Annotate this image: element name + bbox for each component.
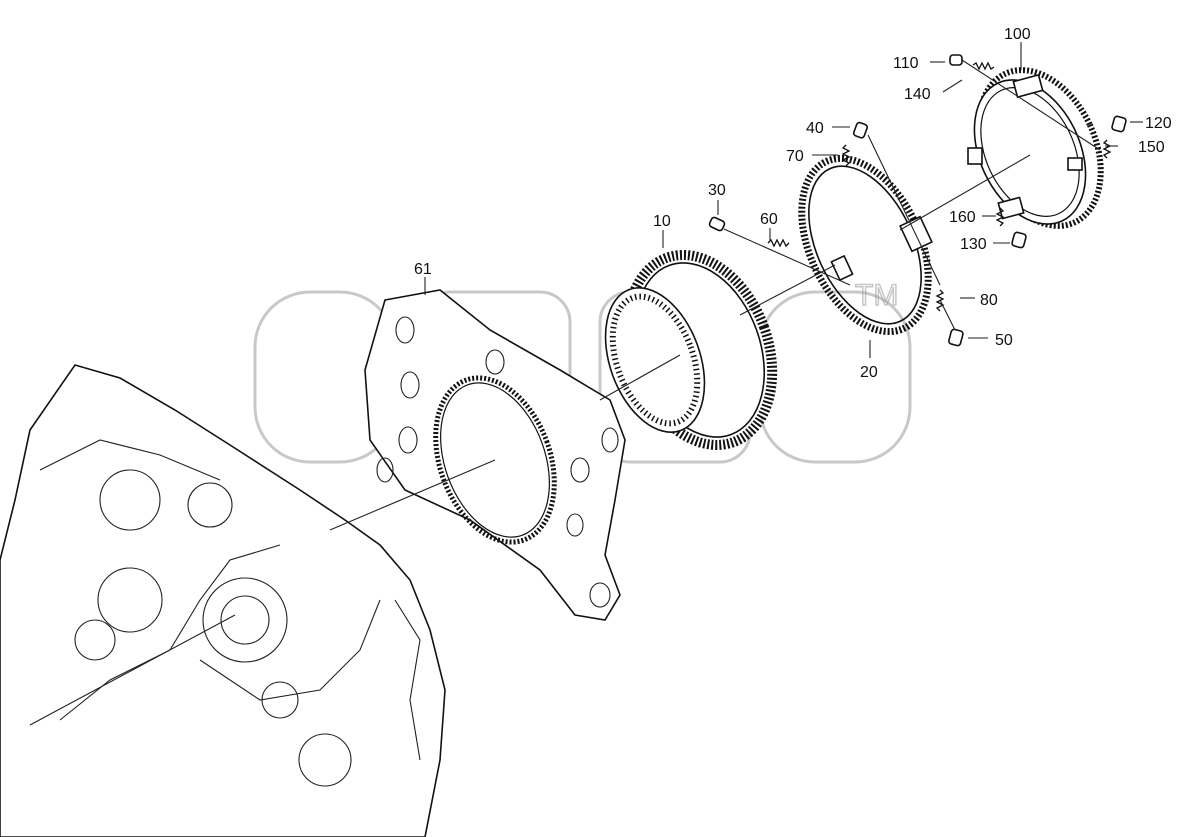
pin-50 <box>948 328 964 347</box>
spring-60 <box>767 238 790 248</box>
assembly-axis-lines <box>29 59 1101 726</box>
gasket-plate-61 <box>364 289 626 621</box>
callout-80: 80 <box>980 292 998 309</box>
callout-160: 160 <box>949 209 976 226</box>
ring-gear-10 <box>604 250 778 450</box>
spring-70 <box>841 144 851 167</box>
spring-150 <box>1102 139 1112 159</box>
callout-140: 140 <box>904 86 931 103</box>
pin-30 <box>708 216 726 232</box>
pin-120 <box>1111 115 1127 133</box>
leader-lines <box>424 42 1143 358</box>
pin-130 <box>1011 231 1027 249</box>
transmission-housing <box>0 364 446 837</box>
callout-150: 150 <box>1138 139 1165 156</box>
callout-50: 50 <box>995 332 1013 349</box>
callout-60: 60 <box>760 211 778 228</box>
synchro-hub-100 <box>967 67 1104 229</box>
callout-110: 110 <box>893 55 919 72</box>
callout-70: 70 <box>786 148 804 165</box>
spring-140 <box>972 61 995 71</box>
pin-40 <box>852 121 868 139</box>
callout-20: 20 <box>860 364 878 381</box>
callout-40: 40 <box>806 120 824 137</box>
callout-labels: 100 110 140 120 150 40 70 30 10 60 160 1… <box>414 26 1172 381</box>
callout-10: 10 <box>653 213 671 230</box>
watermark-tm: TM <box>855 279 898 312</box>
synchro-ring-20 <box>798 154 933 336</box>
callout-100: 100 <box>1004 26 1031 43</box>
spring-160 <box>995 207 1005 227</box>
callout-30: 30 <box>708 182 726 199</box>
callout-120: 120 <box>1145 115 1172 132</box>
toothed-ring <box>433 375 557 545</box>
callout-61: 61 <box>414 261 432 278</box>
callout-130: 130 <box>960 236 987 253</box>
pin-110 <box>949 54 963 66</box>
